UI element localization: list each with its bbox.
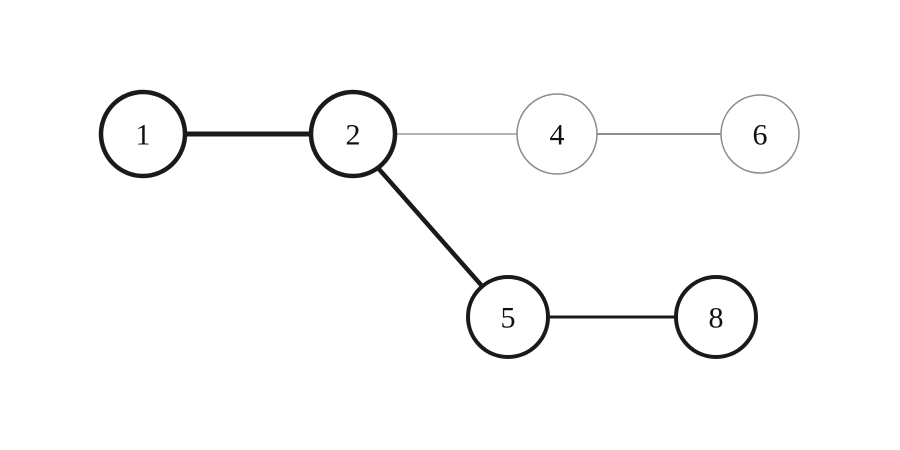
graph-node-4[interactable]: 4 [516, 93, 598, 175]
node-circle-6[interactable] [720, 94, 800, 174]
edge-layer [185, 131, 721, 319]
graph-node-1[interactable]: 1 [98, 89, 188, 179]
graph-node-5[interactable]: 5 [466, 275, 550, 359]
node-circle-4[interactable] [516, 93, 598, 175]
node-layer: 1 2 4 6 5 8 [98, 89, 800, 359]
node-label-6: 6 [753, 119, 768, 152]
node-circle-1[interactable] [98, 89, 188, 179]
node-label-1: 1 [136, 119, 151, 152]
graph-node-2[interactable]: 2 [308, 89, 398, 179]
node-circle-5[interactable] [466, 275, 550, 359]
node-label-4: 4 [550, 119, 565, 152]
node-circle-8[interactable] [674, 275, 758, 359]
graph-node-8[interactable]: 8 [674, 275, 758, 359]
node-label-2: 2 [346, 119, 361, 152]
node-label-5: 5 [501, 302, 516, 335]
graph-node-6[interactable]: 6 [720, 94, 800, 174]
node-circle-2[interactable] [308, 89, 398, 179]
node-label-8: 8 [709, 302, 724, 335]
graph-edge-2-5[interactable] [376, 166, 484, 288]
